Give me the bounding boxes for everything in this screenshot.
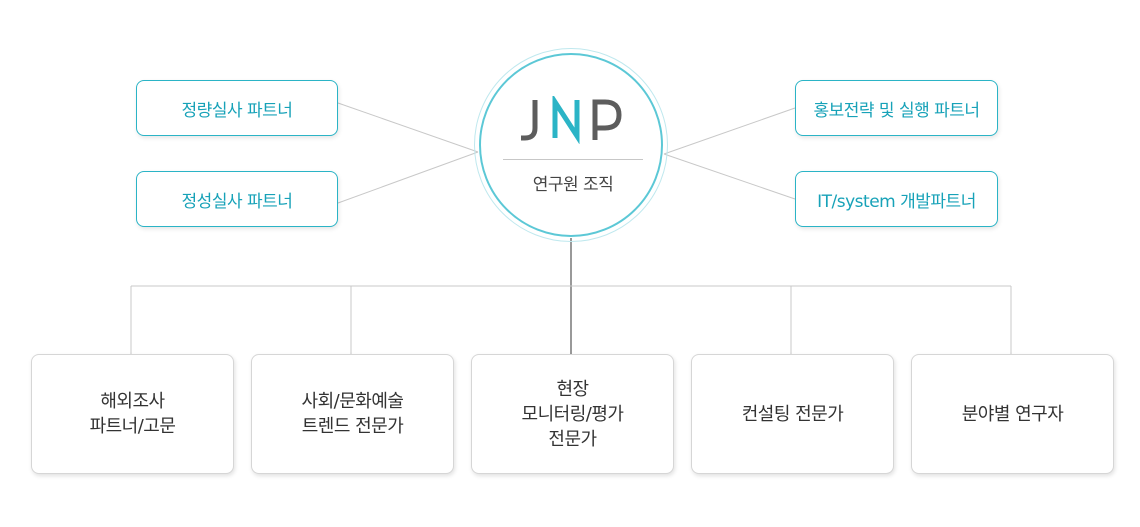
role-label-line: 컨설팅 전문가 [741,403,844,425]
role-label-line: 파트너/고문 [89,416,176,437]
partner-pr-strategy: 홍보전략 및 실행 파트너 [795,80,998,136]
role-consulting: 컨설팅 전문가 [691,354,894,474]
circle-divider [503,159,643,160]
role-label-line: 모니터링/평가 [521,403,624,425]
partner-qualitative-survey: 정성실사 파트너 [136,171,338,227]
partner-it-system: IT/system 개발파트너 [795,171,998,227]
partner-quantitative-survey: 정량실사 파트너 [136,80,338,136]
role-label-line: 사회/문화예술 [301,391,404,412]
role-label-line: 분야별 연구자 [961,403,1064,425]
center-circle-halo [474,48,668,242]
partner-label: 홍보전략 및 실행 파트너 [813,100,980,121]
role-overseas-research: 해외조사 파트너/고문 [31,354,234,474]
role-field-monitoring: 현장 모니터링/평가 전문가 [471,354,674,474]
role-field-researchers: 분야별 연구자 [911,354,1114,474]
role-label-line: 현장 [556,378,589,400]
center-label: 연구원 조직 [532,175,614,195]
partner-label: 정량실사 파트너 [181,100,293,121]
partner-label: 정성실사 파트너 [181,191,293,212]
role-label-line: 해외조사 [100,391,165,412]
partner-label: IT/system 개발파트너 [817,191,976,212]
role-label-line: 트렌드 전문가 [301,416,404,437]
role-social-culture-arts: 사회/문화예술 트렌드 전문가 [251,354,454,474]
role-label-line: 전문가 [548,428,597,450]
center-circle [479,53,663,237]
jnp-logo [521,96,622,144]
